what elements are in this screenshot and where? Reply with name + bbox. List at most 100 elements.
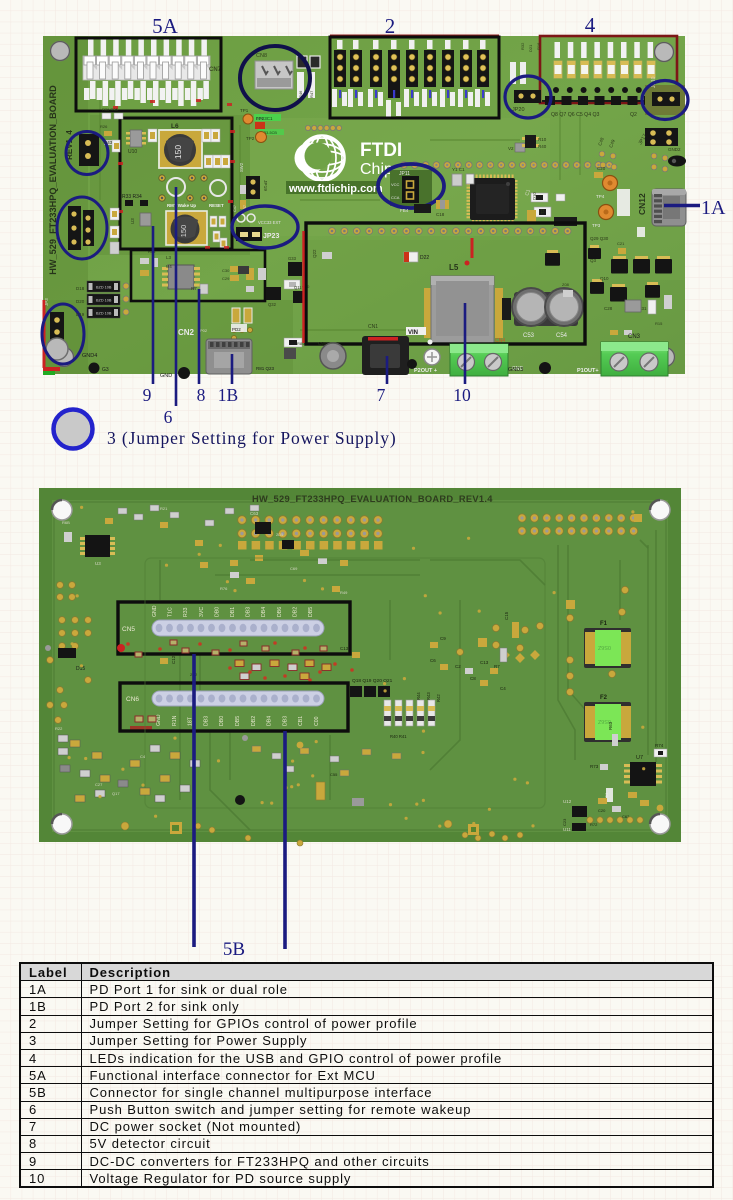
svg-text:C6: C6	[430, 658, 436, 663]
svg-text:JP17: JP17	[638, 133, 649, 146]
svg-text:Q31: Q31	[638, 306, 647, 311]
svg-text:JP11: JP11	[399, 171, 410, 177]
svg-text:R74: R74	[655, 743, 664, 748]
svg-text:C47: C47	[233, 205, 237, 212]
svg-text:D21: D21	[528, 44, 533, 52]
svg-text:C27: C27	[95, 782, 103, 787]
svg-text:L5: L5	[449, 263, 459, 272]
svg-text:GND3: GND3	[508, 367, 523, 373]
svg-text:R80: R80	[297, 341, 305, 346]
svg-text:D10: D10	[532, 192, 537, 200]
svg-text:L6: L6	[171, 123, 179, 130]
svg-text:C12: C12	[171, 655, 176, 664]
svg-text:FTDI: FTDI	[360, 140, 402, 161]
svg-text:1B: 1B	[218, 385, 238, 405]
svg-text:G3: G3	[102, 367, 109, 373]
svg-text:9: 9	[143, 385, 152, 405]
svg-text:C49: C49	[608, 138, 616, 148]
svg-text:D20: D20	[76, 299, 85, 304]
svg-text:Q3: Q3	[590, 258, 597, 263]
svg-text:10: 10	[453, 385, 471, 405]
svg-text:R43: R43	[426, 692, 431, 700]
svg-text:R1N: R1N	[172, 715, 178, 726]
svg-text:R33 R34: R33 R34	[122, 194, 142, 200]
svg-text:Q22: Q22	[312, 249, 317, 258]
svg-text:R16: R16	[536, 42, 541, 50]
svg-text:JP3: JP3	[44, 298, 49, 306]
svg-text:C18: C18	[436, 212, 445, 217]
svg-text:DB0: DB0	[214, 607, 220, 617]
svg-text:D24: D24	[256, 116, 264, 121]
svg-text:Q10: Q10	[600, 276, 609, 281]
svg-text:U4: U4	[166, 264, 172, 269]
svg-text:C2: C2	[455, 664, 461, 669]
svg-text:CN7: CN7	[209, 67, 222, 73]
svg-text:Q8 Q7 Q6 C5 Q4 Q3: Q8 Q7 Q6 C5 Q4 Q3	[551, 112, 600, 118]
svg-text:CN2: CN2	[178, 328, 195, 337]
svg-text:FP23C1: FP23C1	[256, 116, 273, 121]
svg-text:CN3: CN3	[628, 334, 641, 340]
svg-text:C29: C29	[222, 276, 230, 281]
svg-text:4: 4	[585, 13, 596, 37]
svg-text:C20: C20	[597, 166, 606, 171]
svg-text:CCA: CCA	[391, 195, 400, 200]
svg-text:CN6: CN6	[126, 696, 139, 703]
svg-text:6: 6	[164, 407, 173, 427]
svg-text:PD2: PD2	[232, 327, 241, 332]
svg-text:C28: C28	[604, 306, 613, 311]
svg-text:GND2: GND2	[668, 147, 681, 152]
svg-text:Y1 C1: Y1 C1	[452, 167, 465, 172]
svg-text:GND: GND	[152, 605, 158, 617]
svg-text:C4: C4	[500, 686, 506, 691]
svg-text:C53: C53	[523, 333, 535, 339]
svg-text:R63: R63	[608, 721, 613, 730]
svg-text:D18: D18	[76, 286, 85, 291]
svg-text:BZD 10B: BZD 10B	[96, 286, 112, 290]
svg-text:RMT Wake Up: RMT Wake Up	[167, 203, 196, 208]
svg-text:G33: G33	[288, 256, 297, 261]
svg-text:DB4: DB4	[267, 716, 273, 726]
svg-text:P02: P02	[200, 328, 208, 333]
svg-text:HW_529_FT233HPQ_EVALUATION_BOA: HW_529_FT233HPQ_EVALUATION_BOARD	[48, 85, 58, 275]
svg-text:R32: R32	[520, 42, 525, 50]
svg-text:C15: C15	[504, 611, 509, 620]
svg-text:P2OUT +: P2OUT +	[414, 368, 437, 374]
svg-text:R46: R46	[298, 90, 303, 98]
svg-text:VCC33 EXT: VCC33 EXT	[258, 220, 281, 225]
svg-text:R81 Q23: R81 Q23	[256, 366, 275, 371]
svg-text:DB5: DB5	[235, 716, 241, 726]
svg-text:C1: C1	[524, 188, 532, 196]
svg-text:0S6Z: 0S6Z	[597, 718, 611, 724]
svg-text:DB3: DB3	[246, 607, 252, 617]
svg-text:Q18 Q19 Q20 Q21: Q18 Q19 Q20 Q21	[352, 678, 393, 684]
svg-text:R40: R40	[538, 144, 547, 149]
svg-text:R7: R7	[494, 664, 500, 669]
svg-text:TP4: TP4	[596, 194, 605, 199]
svg-text:Q11: Q11	[294, 285, 302, 290]
svg-text:D15: D15	[76, 666, 85, 672]
svg-text:V2: V2	[508, 146, 514, 151]
svg-text:R42: R42	[436, 694, 441, 702]
svg-text:DB3: DB3	[282, 716, 288, 726]
svg-text:TP1: TP1	[240, 108, 249, 113]
svg-text:C54: C54	[556, 333, 568, 339]
svg-text:R7: R7	[191, 286, 197, 291]
svg-text:TP3: TP3	[592, 223, 601, 228]
svg-text:GND4: GND4	[82, 353, 97, 359]
svg-text:CN5: CN5	[122, 626, 135, 633]
svg-text:www.ftdichip.com: www.ftdichip.com	[288, 183, 383, 195]
svg-text:IPB3-5CB: IPB3-5CB	[260, 131, 277, 135]
svg-text:GND: GND	[160, 373, 172, 379]
svg-text:R10: R10	[538, 137, 547, 142]
svg-text:DB5: DB5	[308, 607, 314, 617]
svg-text:3 (Jumper Setting for Power Su: 3 (Jumper Setting for Power Supply)	[107, 428, 397, 448]
svg-text:DB2: DB2	[292, 607, 298, 617]
svg-text:P1OUT+: P1OUT+	[577, 368, 599, 374]
svg-text:VIN: VIN	[408, 330, 418, 336]
svg-text:Q17: Q17	[112, 791, 120, 796]
svg-text:U7: U7	[636, 755, 643, 761]
svg-text:T2: T2	[540, 208, 545, 214]
svg-text:JP20: JP20	[512, 107, 525, 113]
svg-text:C4: C4	[140, 754, 146, 759]
svg-text:R76: R76	[220, 586, 228, 591]
